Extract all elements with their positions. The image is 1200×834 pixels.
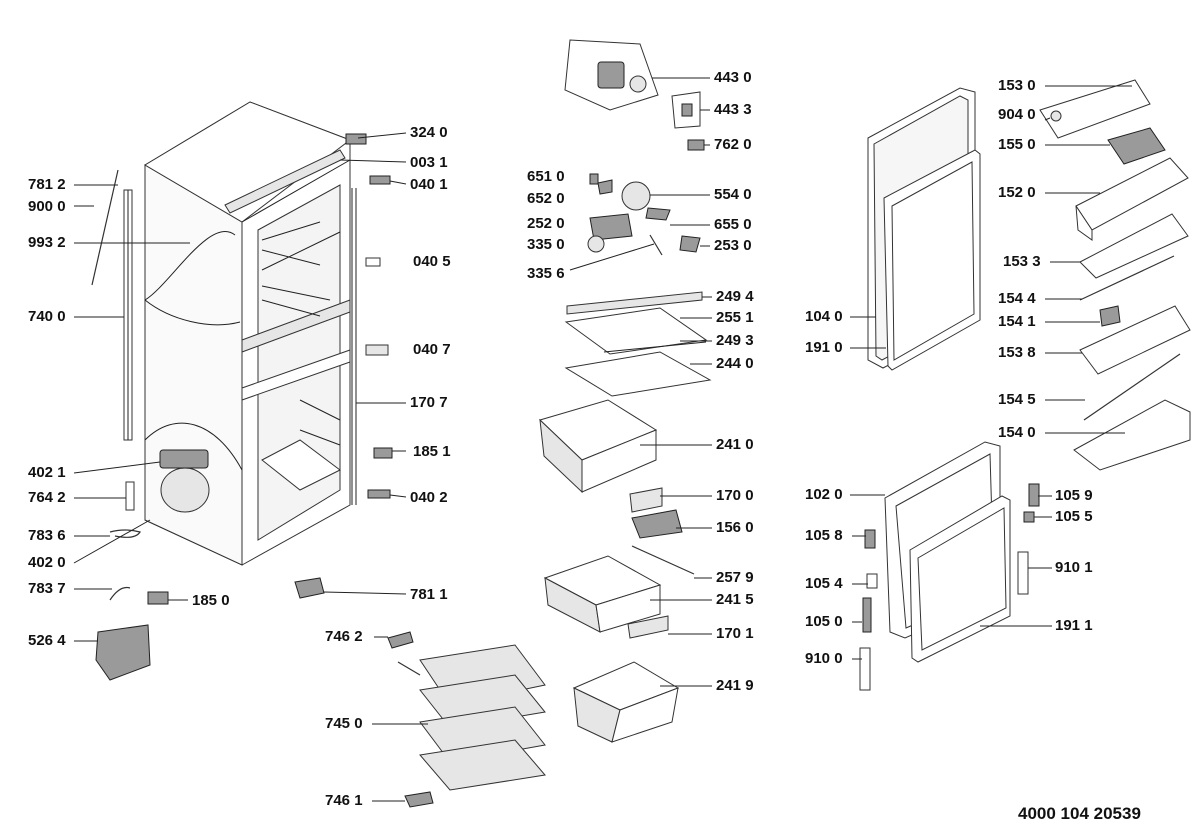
part-label-324-0: 324 0 (410, 124, 448, 141)
part-label-191-0: 191 0 (805, 339, 843, 356)
part-label-003-1: 003 1 (410, 154, 448, 171)
part-label-105-5: 105 5 (1055, 508, 1093, 525)
part-label-170-0: 170 0 (716, 487, 754, 504)
part-label-241-9: 241 9 (716, 677, 754, 694)
part-label-335-0: 335 0 (527, 236, 565, 253)
part-label-040-5: 040 5 (413, 253, 451, 270)
part-label-257-9: 257 9 (716, 569, 754, 586)
part-label-249-3: 249 3 (716, 332, 754, 349)
part-label-443-0: 443 0 (714, 69, 752, 86)
part-label-904-0: 904 0 (998, 106, 1036, 123)
leader-lines (73, 77, 1132, 802)
part-label-764-2: 764 2 (28, 489, 66, 506)
part-label-102-0: 102 0 (805, 486, 843, 503)
part-label-655-0: 655 0 (714, 216, 752, 233)
part-label-185-0: 185 0 (192, 592, 230, 609)
part-label-185-1: 185 1 (413, 443, 451, 460)
doors-drawing (859, 87, 1040, 691)
part-label-105-9: 105 9 (1055, 487, 1093, 504)
part-label-335-6: 335 6 (527, 265, 565, 282)
part-label-746-2: 746 2 (325, 628, 363, 645)
part-label-153-0: 153 0 (998, 77, 1036, 94)
part-label-154-1: 154 1 (998, 313, 1036, 330)
part-label-105-8: 105 8 (805, 527, 843, 544)
part-label-244-0: 244 0 (716, 355, 754, 372)
part-label-652-0: 652 0 (527, 190, 565, 207)
part-label-762-0: 762 0 (714, 136, 752, 153)
part-label-781-1: 781 1 (410, 586, 448, 603)
part-label-255-1: 255 1 (716, 309, 754, 326)
part-label-253-0: 253 0 (714, 237, 752, 254)
part-label-152-0: 152 0 (998, 184, 1036, 201)
part-label-170-1: 170 1 (716, 625, 754, 642)
wire-shelves-drawing (387, 631, 546, 808)
part-label-249-4: 249 4 (716, 288, 754, 305)
part-label-783-6: 783 6 (28, 527, 66, 544)
part-label-900-0: 900 0 (28, 198, 66, 215)
centre-parts-drawing (539, 39, 712, 743)
part-label-910-1: 910 1 (1055, 559, 1093, 576)
part-label-154-4: 154 4 (998, 290, 1036, 307)
part-label-155-0: 155 0 (998, 136, 1036, 153)
part-label-191-1: 191 1 (1055, 617, 1093, 634)
part-label-170-7: 170 7 (410, 394, 448, 411)
part-label-105-0: 105 0 (805, 613, 843, 630)
part-label-105-4: 105 4 (805, 575, 843, 592)
part-label-651-0: 651 0 (527, 168, 565, 185)
part-label-746-1: 746 1 (325, 792, 363, 809)
part-label-783-7: 783 7 (28, 580, 66, 597)
part-label-402-1: 402 1 (28, 464, 66, 481)
door-bins-drawing (1039, 79, 1191, 471)
part-label-156-0: 156 0 (716, 519, 754, 536)
part-label-745-0: 745 0 (325, 715, 363, 732)
part-label-241-5: 241 5 (716, 591, 754, 608)
part-label-040-7: 040 7 (413, 341, 451, 358)
part-label-104-0: 104 0 (805, 308, 843, 325)
document-number: 4000 104 20539 (1018, 804, 1141, 823)
part-label-402-0: 402 0 (28, 554, 66, 571)
part-label-740-0: 740 0 (28, 308, 66, 325)
part-label-040-2: 040 2 (410, 489, 448, 506)
cabinet-drawing (91, 101, 393, 681)
part-label-040-1: 040 1 (410, 176, 448, 193)
part-label-252-0: 252 0 (527, 215, 565, 232)
part-label-241-0: 241 0 (716, 436, 754, 453)
part-label-554-0: 554 0 (714, 186, 752, 203)
part-label-526-4: 526 4 (28, 632, 66, 649)
part-label-993-2: 993 2 (28, 234, 66, 251)
part-label-154-0: 154 0 (998, 424, 1036, 441)
part-label-910-0: 910 0 (805, 650, 843, 667)
part-label-781-2: 781 2 (28, 176, 66, 193)
part-label-154-5: 154 5 (998, 391, 1036, 408)
part-label-153-3: 153 3 (1003, 253, 1041, 270)
part-label-153-8: 153 8 (998, 344, 1036, 361)
part-label-443-3: 443 3 (714, 101, 752, 118)
